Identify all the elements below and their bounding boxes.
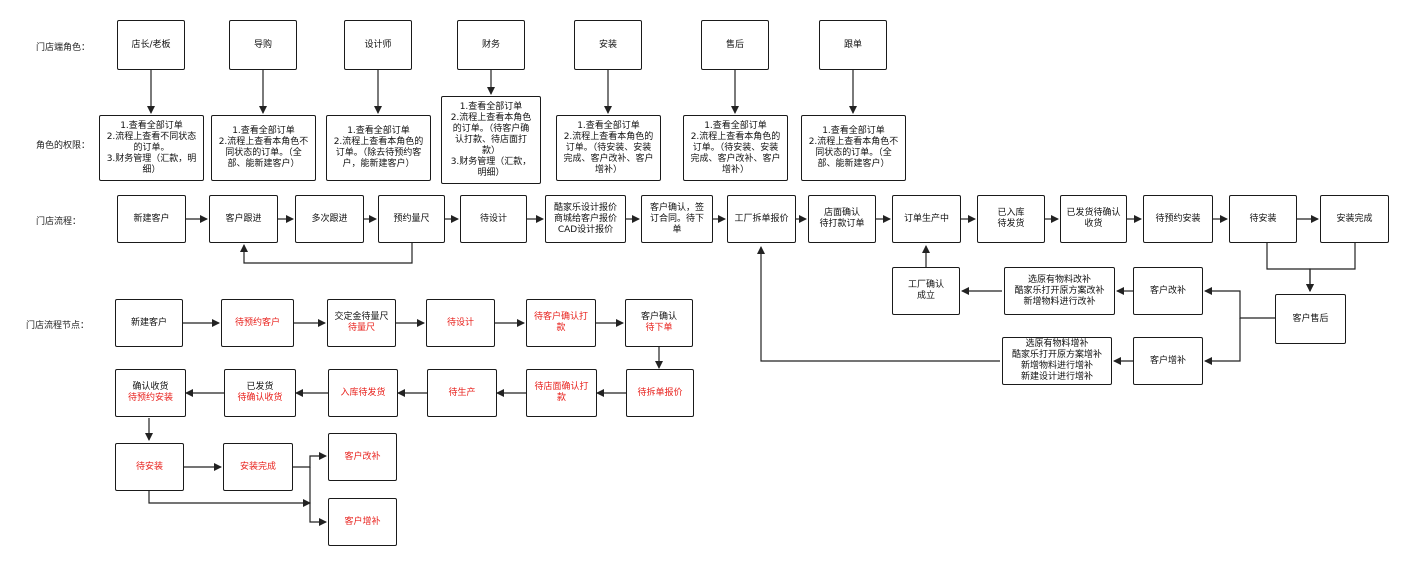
role-after-sales: 售后 (701, 20, 769, 70)
role-sales-guide: 导购 (229, 20, 297, 70)
node-pending-production: 待生产 (427, 369, 497, 417)
node-pending-appointment: 待预约客户 (221, 299, 294, 347)
role-installer: 安装 (574, 20, 642, 70)
flow-pending-design: 待设计 (460, 195, 527, 243)
node-customer-add: 客户增补 (328, 498, 397, 546)
flow-customer-add: 客户增补 (1133, 337, 1203, 385)
flow-multi-follow-up: 多次跟进 (295, 195, 364, 243)
flow-appointment-measure: 预约量尺 (378, 195, 445, 243)
flow-confirm-sign: 客户确认，签订合同。待下单 (641, 195, 713, 243)
flow-stocked: 已入库待发货 (977, 195, 1045, 243)
flow-factory-confirm: 工厂确认成立 (892, 267, 960, 315)
role-finance: 财务 (457, 20, 525, 70)
flow-producing: 订单生产中 (892, 195, 961, 243)
node-stocked-pending-ship: 入库待发货 (328, 369, 398, 417)
flow-store-confirm: 店面确认待打款订单 (808, 195, 876, 243)
node-pending-store-pay: 待店面确认打款 (526, 369, 597, 417)
node-deposit-pending-measure: 交定金待量尺待量尺 (327, 299, 396, 347)
role-manager: 店长/老板 (117, 20, 185, 70)
node-install-done: 安装完成 (223, 443, 293, 491)
node-pending-design: 待设计 (426, 299, 495, 347)
flow-modify-detail: 选原有物料改补酷家乐打开原方案改补新增物料进行改补 (1004, 267, 1115, 315)
label-store-flow: 门店流程： (36, 217, 82, 227)
node-pending-customer-pay: 待客户确认打款 (526, 299, 596, 347)
flow-factory-split-quote: 工厂拆单报价 (727, 195, 796, 243)
flow-install-done: 安装完成 (1320, 195, 1389, 243)
flow-add-detail: 选原有物料增补酷家乐打开原方案增补新增物料进行增补新建设计进行增补 (1002, 337, 1112, 385)
node-confirm-receive: 确认收货待预约安装 (115, 369, 186, 417)
flow-shipped: 已发货待确认收货 (1060, 195, 1127, 243)
label-permissions: 角色的权限： (36, 141, 91, 151)
role-designer: 设计师 (344, 20, 412, 70)
node-pending-split-quote: 待拆单报价 (626, 369, 694, 417)
node-pending-install: 待安装 (115, 443, 184, 491)
flow-customer-modify: 客户改补 (1133, 267, 1203, 315)
node-new-customer: 新建客户 (115, 299, 183, 347)
flow-after-sales: 客户售后 (1275, 294, 1346, 344)
node-shipped-pending-receive: 已发货待确认收货 (224, 369, 296, 417)
role-order-tracker: 跟单 (819, 20, 887, 70)
flow-pending-install-appointment: 待预约安装 (1143, 195, 1213, 243)
label-flow-nodes: 门店流程节点： (26, 321, 90, 331)
label-roles: 门店端角色： (36, 43, 91, 53)
flow-new-customer: 新建客户 (117, 195, 186, 243)
node-customer-modify: 客户改补 (328, 433, 397, 481)
node-customer-confirm: 客户确认待下单 (625, 299, 693, 347)
flow-pending-install: 待安装 (1229, 195, 1297, 243)
flow-follow-up: 客户跟进 (209, 195, 278, 243)
